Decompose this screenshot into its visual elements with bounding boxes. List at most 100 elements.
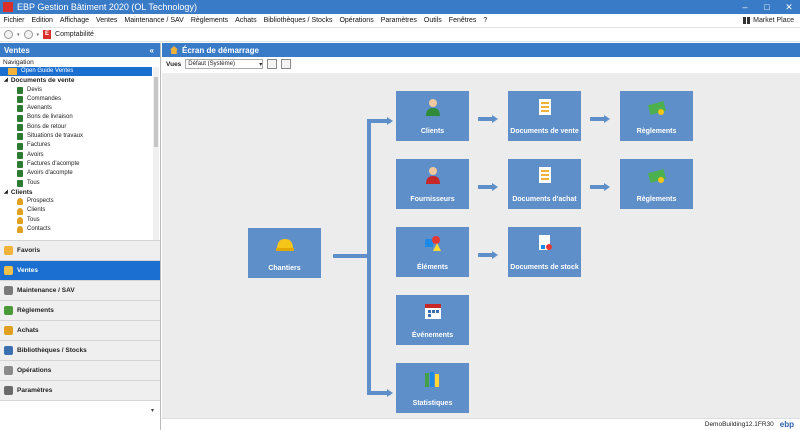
- client-person-icon: [426, 99, 440, 116]
- tree-item[interactable]: Avenants: [0, 104, 160, 113]
- tree-item[interactable]: Factures: [0, 141, 160, 150]
- tree-section-clients[interactable]: ◢Clients: [4, 188, 33, 196]
- connector-line: [367, 119, 389, 123]
- nav-group-reglements[interactable]: Règlements: [0, 300, 160, 320]
- navigation-label: Navigation: [3, 59, 34, 66]
- document-icon: [17, 96, 23, 104]
- tree-section-documents-vente[interactable]: ◢Documents de vente: [4, 77, 75, 85]
- tree-item[interactable]: Bons de livraison: [0, 113, 160, 122]
- connector-line: [367, 119, 371, 395]
- menu-parametres[interactable]: Paramètres: [380, 17, 417, 24]
- menu-achats[interactable]: Achats: [235, 17, 257, 24]
- tree-item[interactable]: Clients: [0, 206, 160, 215]
- main-header: Écran de démarrage: [162, 43, 800, 57]
- close-icon[interactable]: ✕: [785, 1, 793, 12]
- menu-outils[interactable]: Outils: [423, 17, 442, 24]
- forward-icon[interactable]: [23, 30, 33, 39]
- tile-reglements-clients[interactable]: Règlements: [620, 91, 693, 141]
- tile-documents-stock[interactable]: Documents de stock: [508, 227, 581, 277]
- document-icon: [17, 123, 23, 131]
- sidebar-header: Ventes «: [0, 43, 160, 57]
- tile-documents-vente[interactable]: Documents de vente: [508, 91, 581, 141]
- market-place-button[interactable]: Market Place: [743, 17, 794, 24]
- comptabilite-label[interactable]: Comptabilité: [55, 31, 94, 38]
- statistics-books-icon: [425, 372, 439, 387]
- menu-operations[interactable]: Opérations: [339, 17, 374, 24]
- edit-view-icon[interactable]: [281, 59, 292, 69]
- arrow-icon: [387, 389, 393, 397]
- connector-line: [367, 391, 389, 395]
- menu-ventes[interactable]: Ventes: [95, 17, 118, 24]
- navigation-tree: Open Guide Ventes ◢Documents de vente De…: [0, 67, 160, 245]
- nav-group-parametres[interactable]: Paramètres: [0, 380, 160, 400]
- back-dropdown-icon[interactable]: ▾: [17, 31, 20, 38]
- books-icon: [4, 346, 13, 355]
- forward-dropdown-icon[interactable]: ▾: [36, 31, 40, 38]
- arrow-icon: [492, 115, 498, 123]
- menu-bibliotheques[interactable]: Bibliothèques / Stocks: [263, 17, 333, 24]
- menu-reglements[interactable]: Règlements: [190, 17, 229, 24]
- connector-line: [478, 185, 492, 189]
- tree-scrollbar[interactable]: [153, 67, 159, 245]
- tree-item[interactable]: Prospects: [0, 197, 160, 206]
- scrollbar-thumb[interactable]: [154, 77, 158, 147]
- minimize-icon[interactable]: –: [742, 2, 748, 12]
- tree-item[interactable]: Situations de travaux: [0, 132, 160, 141]
- expand-icon[interactable]: ◢: [4, 188, 8, 195]
- nav-group-maintenance[interactable]: Maintenance / SAV: [0, 280, 160, 300]
- tile-reglements-fournisseurs[interactable]: Règlements: [620, 159, 693, 209]
- sidebar-footer: ▾: [0, 400, 160, 430]
- save-view-icon[interactable]: [267, 59, 278, 69]
- tree-item[interactable]: Bons de retour: [0, 123, 160, 132]
- collapse-icon[interactable]: «: [149, 45, 154, 55]
- tree-item-open-guide[interactable]: Open Guide Ventes: [0, 67, 152, 77]
- tile-elements[interactable]: Éléments: [396, 227, 469, 277]
- nav-group-favoris[interactable]: Favoris: [0, 240, 160, 260]
- version-label: DemoBuilding12.1FR30: [704, 421, 774, 428]
- maximize-icon[interactable]: □: [764, 2, 770, 12]
- tree-item[interactable]: Commandes: [0, 95, 160, 104]
- purchase-document-icon: [539, 167, 551, 183]
- shapes-icon: [425, 236, 441, 251]
- arrow-icon: [492, 183, 498, 191]
- chevron-down-icon: ▾: [259, 61, 263, 68]
- tree-item[interactable]: Contacts: [0, 225, 160, 234]
- document-icon: [17, 179, 23, 187]
- title-bar: EBP Gestion Bâtiment 2020 (OL Technology…: [0, 0, 800, 14]
- tile-chantiers[interactable]: Chantiers: [248, 228, 321, 278]
- tile-fournisseurs[interactable]: Fournisseurs: [396, 159, 469, 209]
- nav-group-bibliotheques[interactable]: Bibliothèques / Stocks: [0, 340, 160, 360]
- tree-item[interactable]: Tous: [0, 216, 160, 225]
- expand-icon[interactable]: ◢: [4, 77, 8, 84]
- toolbar: ▾ ▾ E Comptabilité: [0, 28, 800, 42]
- tile-statistiques[interactable]: Statistiques: [396, 363, 469, 413]
- tile-documents-achat[interactable]: Documents d'achat: [508, 159, 581, 209]
- main-title: Écran de démarrage: [182, 45, 259, 55]
- tile-clients[interactable]: Clients: [396, 91, 469, 141]
- nav-group-ventes[interactable]: Ventes: [0, 260, 160, 280]
- tree-item[interactable]: Avoirs: [0, 151, 160, 160]
- views-select[interactable]: Défaut (Système) ▾: [185, 59, 264, 69]
- tree-item[interactable]: Avoirs d'acompte: [0, 169, 160, 178]
- tile-evenements[interactable]: Événements: [396, 295, 469, 345]
- nav-group-operations[interactable]: Opérations: [0, 360, 160, 380]
- document-icon: [17, 105, 23, 113]
- menu-help[interactable]: ?: [483, 17, 488, 24]
- person-icon: [17, 198, 23, 206]
- document-icon: [17, 142, 23, 150]
- market-place-label: Market Place: [753, 17, 794, 24]
- tree-item[interactable]: Devis: [0, 86, 160, 95]
- menu-fenetres[interactable]: Fenêtres: [448, 17, 477, 24]
- menu-maintenance[interactable]: Maintenance / SAV: [124, 17, 184, 24]
- menu-fichier[interactable]: Fichier: [3, 17, 25, 24]
- tree-item[interactable]: Factures d'acompte: [0, 160, 160, 169]
- nav-group-achats[interactable]: Achats: [0, 320, 160, 340]
- menu-affichage[interactable]: Affichage: [59, 17, 89, 24]
- document-icon: [17, 170, 23, 178]
- comptabilite-icon[interactable]: E: [43, 30, 52, 39]
- chevron-down-icon[interactable]: ▾: [150, 408, 154, 414]
- back-icon[interactable]: [4, 30, 13, 39]
- menu-edition[interactable]: Edition: [31, 17, 53, 24]
- start-screen-canvas: Chantiers Clients Documents de vente Règ…: [162, 73, 800, 418]
- tree-item[interactable]: Tous: [0, 179, 160, 188]
